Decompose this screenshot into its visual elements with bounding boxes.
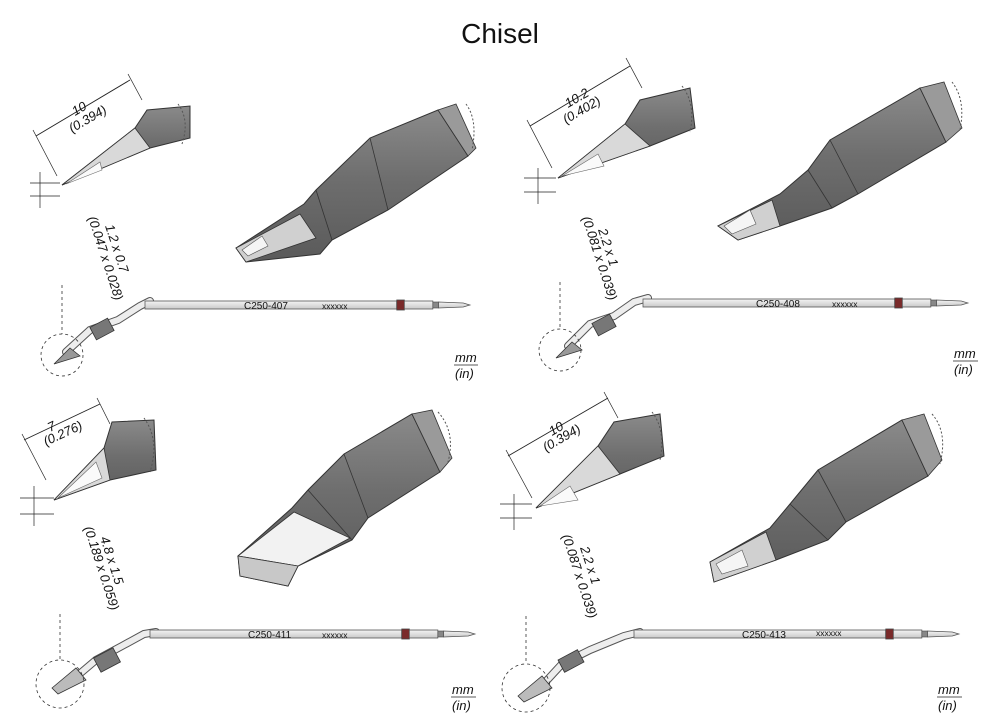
units-legend: mm (in) xyxy=(937,682,962,713)
tip-width-dimension: 2.2 x 1 (0.081 x 0.039) xyxy=(524,168,621,302)
unit-in: (in) xyxy=(938,698,957,713)
unit-mm: mm xyxy=(954,346,976,361)
cartridge-shaft-drawing: C250-408 xxxxxx xyxy=(538,282,969,372)
units-legend: mm (in) xyxy=(953,346,978,377)
unit-in: (in) xyxy=(455,366,474,381)
panel-c250-407: 10 (0.394) 1.2 x 0.7 (0.047 x 0.028) xyxy=(30,73,478,381)
code-label: xxxxxx xyxy=(832,299,858,309)
tip-detail-drawing xyxy=(61,103,191,186)
unit-in: (in) xyxy=(452,698,471,713)
length-dimension: 10 (0.394) xyxy=(32,73,143,177)
tip-detail-drawing xyxy=(53,417,157,501)
part-number: C250-407 xyxy=(244,301,288,312)
cartridge-3d-drawing xyxy=(709,413,944,583)
unit-in: (in) xyxy=(954,362,973,377)
unit-mm: mm xyxy=(938,682,960,697)
tip-detail-drawing xyxy=(557,85,696,179)
units-legend: mm (in) xyxy=(451,682,476,713)
cartridge-3d-drawing xyxy=(237,409,453,587)
panel-c250-411: 7 (0.276) 4.8 x 1.5 (0.189 x 0.059) xyxy=(20,397,476,713)
cartridge-3d-drawing xyxy=(235,103,477,263)
part-number: C250-413 xyxy=(742,630,786,641)
cartridge-shaft-drawing: C250-411 xxxxxx xyxy=(35,614,476,709)
tip-width-dimension: 2.2 x 1 (0.087 x 0.039) xyxy=(500,494,603,620)
units-legend: mm (in) xyxy=(454,350,478,381)
cartridge-shaft-drawing: C250-413 xxxxxx xyxy=(501,616,960,713)
unit-mm: mm xyxy=(455,350,477,365)
tip-width-dimension: 4.8 x 1.5 (0.189 x 0.059) xyxy=(20,486,127,612)
panel-c250-408: 10.2 (0.402) 2.2 x 1 (0.081 x 0.039) xyxy=(524,57,978,377)
part-number: C250-411 xyxy=(248,630,292,641)
code-label: xxxxxx xyxy=(816,628,842,638)
cartridge-3d-drawing xyxy=(717,81,963,241)
code-label: xxxxxx xyxy=(322,301,348,311)
panel-c250-413: 10 (0.394) 2.2 x 1 (0.087 x 0.039) xyxy=(500,391,962,713)
unit-mm: mm xyxy=(452,682,474,697)
tip-detail-drawing xyxy=(535,411,665,509)
page-title: Chisel xyxy=(461,18,539,49)
part-number: C250-408 xyxy=(756,299,800,310)
tip-width-dimension: 1.2 x 0.7 (0.047 x 0.028) xyxy=(30,172,132,302)
cartridge-shaft-drawing: C250-407 xxxxxx xyxy=(40,285,471,377)
code-label: xxxxxx xyxy=(322,630,348,640)
